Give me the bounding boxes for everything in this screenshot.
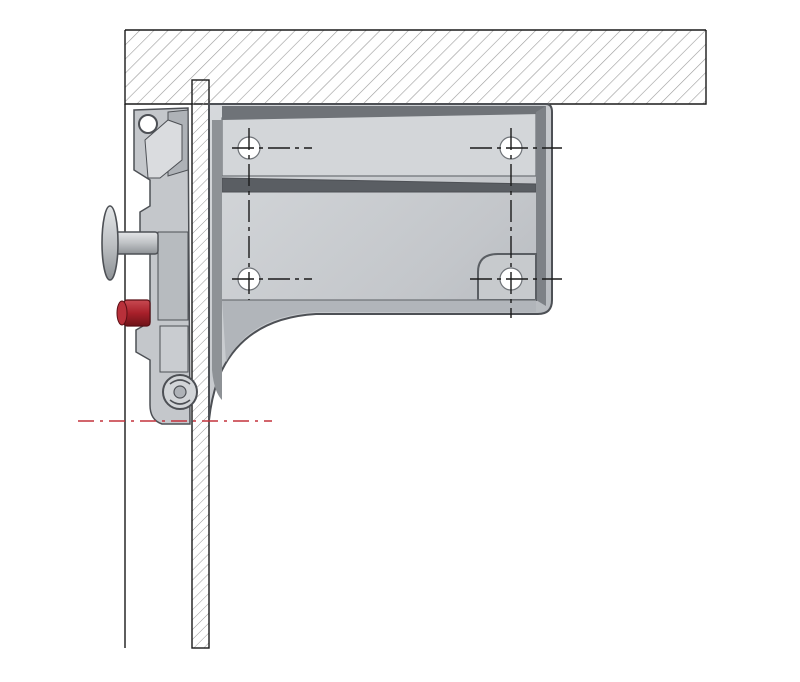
adjuster-knob-icon [101, 205, 159, 281]
release-button-icon [116, 299, 151, 327]
side-panel [191, 79, 210, 649]
center-marks [232, 128, 562, 318]
pivot-screw-icon [138, 114, 158, 134]
mounting-bracket [208, 103, 553, 421]
top-panel [124, 29, 707, 105]
hinge-body [133, 107, 198, 425]
hinge-pivot-icon [162, 374, 198, 410]
